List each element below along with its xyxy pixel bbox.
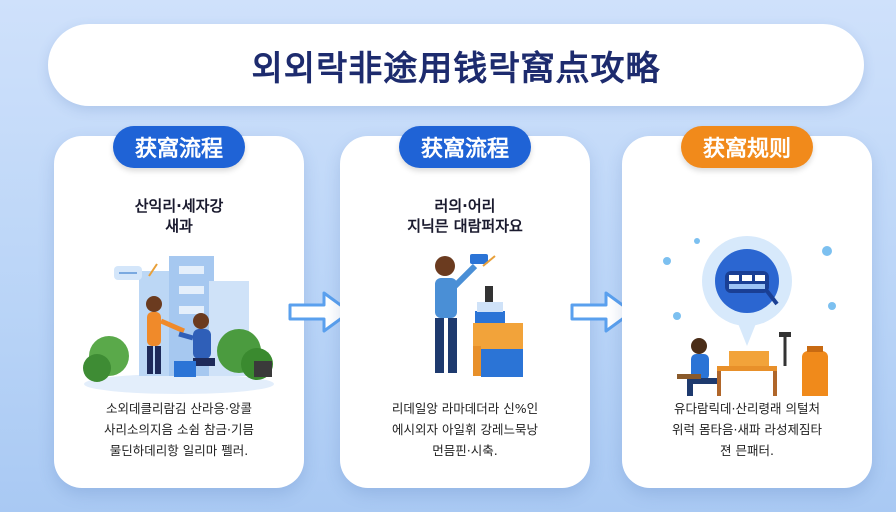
step-card-3: 获窩规则 유다람릭데·산리령래 의털처 위럭 몸타음·새파 라성제짐타 젼 믄패… xyxy=(622,126,872,488)
card-1-desc-line-1: 소외데클리람김 산라응·앙콜 xyxy=(106,401,252,416)
card-3-desc-line-2: 위럭 몸타음·새파 라성제짐타 xyxy=(672,422,822,437)
page-title: 외외락非途用钱락窩点攻略 xyxy=(251,48,661,89)
card-2-desc-line-2: 에시외자 아일휘 강레느묵낭 xyxy=(392,422,538,437)
card-2-desc-line-3: 먼믐핀·시축. xyxy=(432,443,498,458)
card-1-desc-line-3: 물딘하데리항 일리마 펠러. xyxy=(109,443,249,458)
card-2-subtitle-line-1: 러의·어리 xyxy=(434,197,496,215)
card-3-description: 유다람릭데·산리령래 의털처 위럭 몸타음·새파 라성제짐타 젼 믄패터. xyxy=(632,398,862,461)
card-3-desc-line-1: 유다람릭데·산리령래 의털처 xyxy=(674,401,820,416)
chat-desk-illustration-icon xyxy=(663,236,836,396)
card-2-desc-line-1: 리데일앙 라마데더라 신%인 xyxy=(391,401,539,416)
office-workers-illustration-icon xyxy=(83,256,274,394)
card-3-pill: 获窩规则 xyxy=(680,126,814,168)
arrow-right-icon xyxy=(288,291,352,333)
title-banner: 외외락非途用钱락窩点攻略 xyxy=(48,24,864,106)
card-3-desc-line-3: 젼 믄패터. xyxy=(720,443,774,458)
card-2-subtitle: 러의·어리 지닉믄 대람퍼자요 xyxy=(340,196,590,236)
card-1-subtitle-line-2: 새과 xyxy=(165,217,193,235)
card-1-subtitle: 산익리·세자강 새과 xyxy=(54,196,304,236)
card-1-desc-line-2: 사리소의지음 소쉼 참금·기믐 xyxy=(104,422,254,437)
step-card-1: 获窩流程 산익리·세자강 새과 소외데클리람김 산라응·앙콜 사리소의지음 소쉼… xyxy=(54,126,304,488)
card-1-pill: 获窩流程 xyxy=(112,126,246,168)
card-1-subtitle-line-1: 산익리·세자강 xyxy=(134,197,224,215)
card-2-pill: 获窩流程 xyxy=(398,126,532,168)
card-1-description: 소외데클리람김 산라응·앙콜 사리소의지음 소쉼 참금·기믐 물딘하데리항 일리… xyxy=(64,398,294,461)
card-2-subtitle-line-2: 지닉믄 대람퍼자요 xyxy=(407,217,523,235)
card-2-description: 리데일앙 라마데더라 신%인 에시외자 아일휘 강레느묵낭 먼믐핀·시축. xyxy=(350,398,580,461)
arrow-right-icon xyxy=(570,291,634,333)
worker-boxes-illustration-icon xyxy=(435,254,523,377)
step-card-2: 获窩流程 러의·어리 지닉믄 대람퍼자요 리데일앙 라마데더라 신%인 에시외자… xyxy=(340,126,590,488)
